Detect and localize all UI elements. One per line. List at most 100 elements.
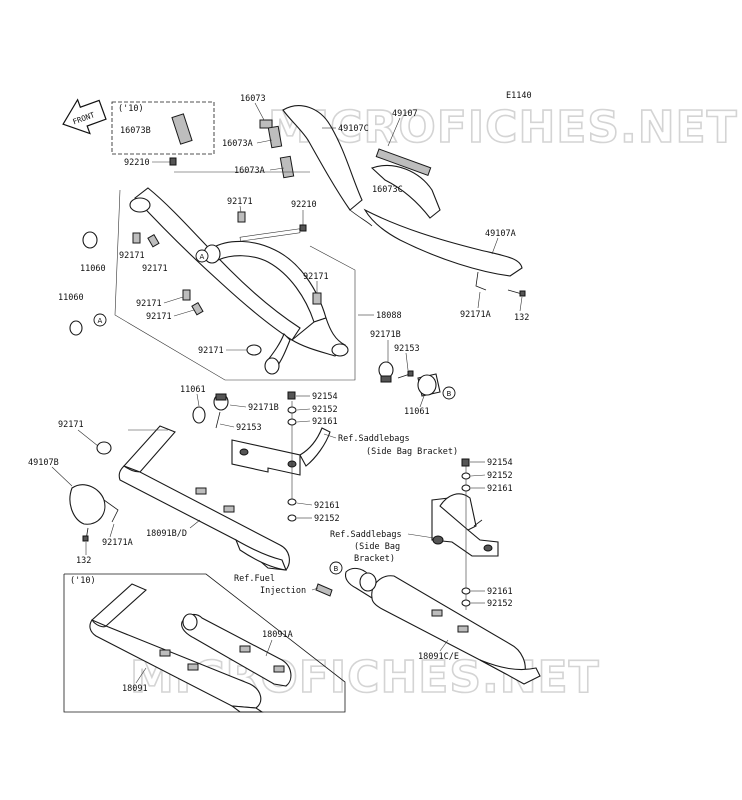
nut-92210-1 [169, 157, 177, 166]
label-92161-1: 92161 [312, 417, 338, 427]
bolt-92154-2 [461, 458, 470, 467]
label-18091ce: 18091C/E [418, 652, 459, 662]
label-92210-1: 92210 [124, 158, 150, 168]
exhaust-pipe-18088 [129, 187, 349, 375]
label-49107: 49107 [392, 109, 418, 119]
clip-92171-1 [132, 232, 141, 244]
label-92171-3: 92171 [227, 197, 253, 207]
clip-16073a-1 [267, 125, 283, 149]
label-92171a-1: 92171A [460, 310, 491, 320]
sensor-fuel-injection [315, 583, 333, 597]
label-11060-1: 11060 [80, 264, 106, 274]
svg-text:B: B [334, 565, 339, 573]
inset-bottom-note: ('10) [70, 576, 96, 586]
ref-saddlebag-1-line2: (Side Bag Bracket) [366, 447, 458, 457]
label-92171-1: 92171 [119, 251, 145, 261]
label-92171-5: 92171 [136, 299, 162, 309]
label-92171b-1: 92171B [370, 330, 401, 340]
label-18091bd: 18091B/D [146, 529, 187, 539]
bolt-92154-1 [287, 391, 296, 400]
marker-a-1: A [195, 249, 209, 263]
label-16073b: 16073B [120, 126, 151, 136]
clip-92171-5 [182, 289, 191, 301]
diagram-code: E1140 [506, 91, 532, 101]
clamp-92171-8 [96, 441, 112, 455]
ref-fuel-line2: Injection [260, 586, 306, 596]
gasket-11060-2 [69, 320, 83, 336]
bolt-92153-2 [215, 411, 221, 429]
inset-top: ('10) 16073B [111, 101, 215, 155]
label-16073c: 16073C [372, 185, 403, 195]
label-92171-4: 92171 [303, 272, 329, 282]
heat-guard-strip [375, 148, 432, 176]
label-92153-2: 92153 [236, 423, 262, 433]
clip-92171-4 [312, 292, 322, 305]
grommet-92161-1 [287, 418, 297, 426]
grommet-92161-4 [461, 587, 471, 595]
clip-16073-a [259, 119, 273, 129]
svg-text:A: A [200, 253, 205, 261]
svg-text:B: B [447, 390, 452, 398]
label-92171-7: 92171 [198, 346, 224, 356]
clip-92171-2 [147, 233, 160, 248]
nut-92210-2 [299, 224, 307, 232]
label-92210-2: 92210 [291, 200, 317, 210]
label-92161-3: 92161 [487, 484, 513, 494]
clip-16073a-2 [279, 155, 295, 179]
bolt-92171a-1 [475, 271, 487, 291]
front-arrow-icon: FRONT [62, 98, 107, 135]
label-49107b: 49107B [28, 458, 59, 468]
label-92152-3: 92152 [487, 471, 513, 481]
ref-saddlebag-2-line1: Ref.Saddlebags [330, 530, 402, 540]
label-92154-2: 92154 [487, 458, 513, 468]
clip-92171-3 [237, 211, 246, 223]
marker-b-1: B [442, 386, 456, 400]
assembly-bracket-line [114, 189, 356, 381]
muffler-18091ce [344, 567, 541, 685]
label-92153-1: 92153 [394, 344, 420, 354]
marker-b-2: B [329, 561, 343, 575]
washer-92152-1 [287, 406, 297, 414]
watermark-top: MICROFICHES.NET [268, 102, 738, 153]
ref-fuel-line1: Ref.Fuel [234, 574, 275, 584]
label-16073: 16073 [240, 94, 266, 104]
washer-92152-4 [461, 599, 471, 607]
label-11061-1: 11061 [180, 385, 206, 395]
label-92161-2: 92161 [314, 501, 340, 511]
grommet-92161-3 [461, 484, 471, 492]
label-11060-2: 11060 [58, 293, 84, 303]
label-49107c: 49107C [338, 124, 369, 134]
label-49107a: 49107A [485, 229, 516, 239]
bolt-92171a-2 [103, 499, 119, 523]
inset-top-note: ('10) [118, 104, 144, 114]
inset-bottom: ('10) 18091 18091A [63, 573, 346, 713]
heat-guard-rear [282, 105, 523, 277]
label-11061-2: 11061 [404, 407, 430, 417]
label-92171a-2: 92171A [102, 538, 133, 548]
end-cap-49107b [69, 484, 106, 525]
label-92161-4: 92161 [487, 587, 513, 597]
label-92171-8: 92171 [58, 420, 84, 430]
label-92152-4: 92152 [487, 599, 513, 609]
label-16073a-2: 16073A [234, 166, 265, 176]
muffler-bracket-left [231, 427, 331, 476]
ref-saddlebag-1-line1: Ref.Saddlebags [338, 434, 410, 444]
label-92154-1: 92154 [312, 392, 338, 402]
clip-92171-6 [191, 301, 204, 316]
label-92171b-2: 92171B [248, 403, 279, 413]
gasket-11061-1 [192, 406, 206, 424]
grommet-92161-2 [287, 498, 297, 506]
label-132-2: 132 [76, 556, 91, 566]
marker-a-2: A [93, 313, 107, 327]
label-18091a: 18091A [262, 630, 293, 640]
label-92152-1: 92152 [312, 405, 338, 415]
washer-92152-3 [461, 472, 471, 480]
label-92171-2: 92171 [142, 264, 168, 274]
muffler-bracket-right [431, 493, 499, 557]
ref-saddlebag-2-line2: (Side Bag [354, 542, 400, 552]
ref-saddlebag-2-line3: Bracket) [354, 554, 395, 564]
svg-text:A: A [98, 317, 103, 325]
label-16073a-1: 16073A [222, 139, 253, 149]
